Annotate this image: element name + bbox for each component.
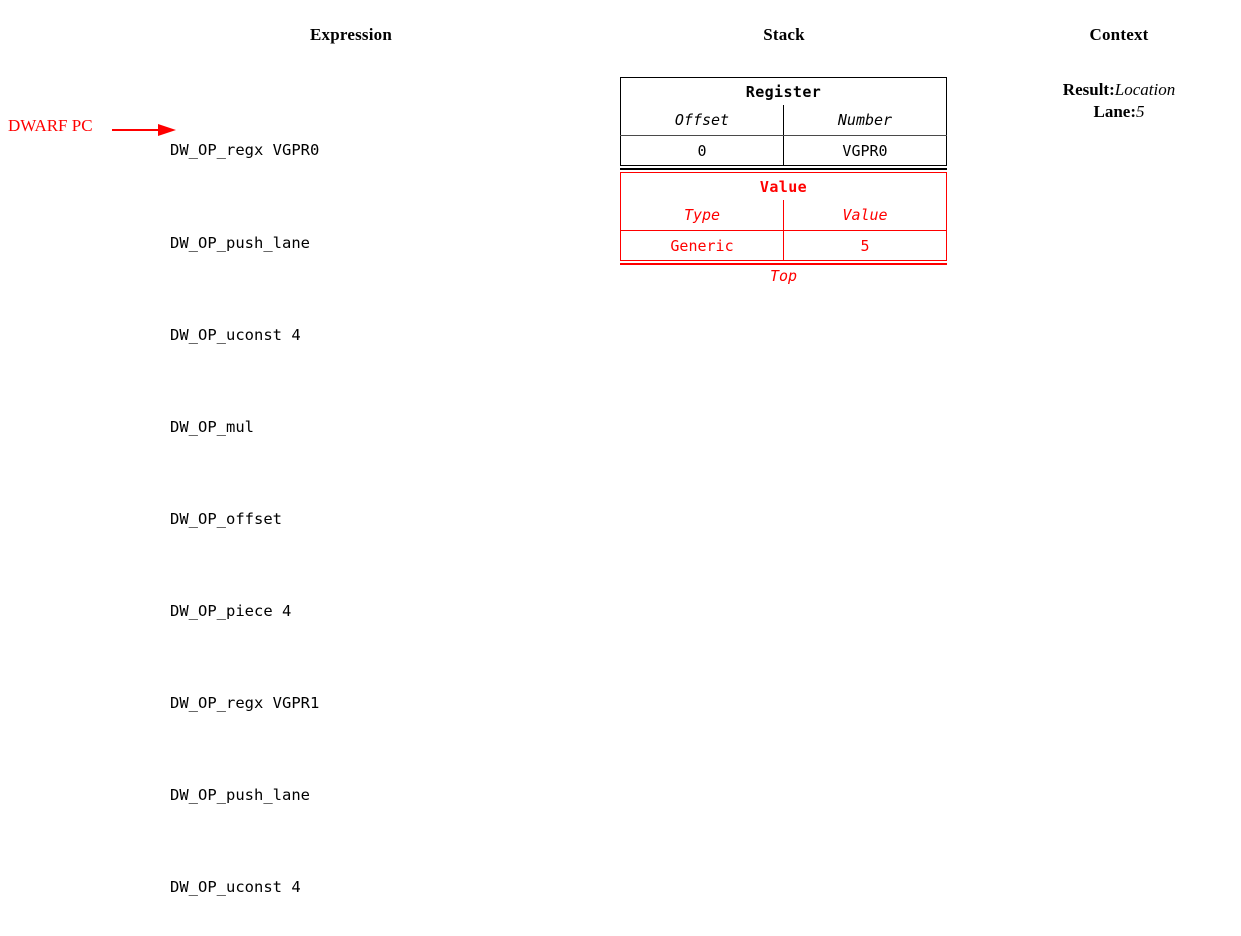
stack-entry-column-header: Number — [783, 105, 947, 136]
column-heading-context: Context — [1089, 25, 1149, 44]
stack-top-rule — [620, 262, 947, 265]
stack-top-label: Top — [769, 266, 798, 285]
column-heading-stack: Stack — [763, 25, 805, 44]
stack-entry-value-row: Generic 5 — [620, 230, 947, 261]
stack-entry-value-row: 0 VGPR0 — [620, 135, 947, 166]
expression-line: DW_OP_uconst 4 — [170, 325, 301, 344]
stack-entry-column-header: Value — [783, 200, 947, 231]
expression-line: DW_OP_uconst 4 — [170, 878, 301, 897]
stack-entry-value: 0 — [620, 135, 784, 166]
stack-entry-title-row: Value — [621, 173, 947, 201]
expression-line: DW_OP_regx VGPR0 — [170, 141, 320, 160]
stack-entry-value: 5 — [860, 236, 870, 255]
context-key: Result: — [1062, 80, 1115, 99]
stack-entry-title: Register — [745, 82, 822, 101]
context-key: Lane: — [1093, 102, 1137, 121]
stack-area: Register Offset Number 0 VGPR0 Value Typ… — [620, 77, 947, 285]
stack-entry-divider — [620, 167, 947, 170]
dwarf-pc-marker: DWARF PC — [8, 116, 176, 144]
stack-entry-value: Generic — [620, 230, 784, 261]
stack-entry-value: VGPR0 — [842, 141, 888, 160]
dwarf-pc-label: DWARF PC — [8, 116, 93, 135]
context-value: 5 — [1136, 102, 1145, 121]
context-block: Result:Location Lane:5 — [1019, 79, 1219, 123]
stack-entry-value: Value Type Value Generic 5 — [620, 172, 947, 261]
stack-entry-register: Register Offset Number 0 VGPR0 — [620, 77, 947, 166]
expression-line: DW_OP_push_lane — [170, 233, 310, 252]
context-row-lane: Lane:5 — [1019, 101, 1219, 123]
expression-line: DW_OP_offset — [170, 509, 282, 528]
right-arrow-icon — [112, 124, 176, 136]
expression-line: DW_OP_push_lane — [170, 786, 310, 805]
stack-entry-column-header: Offset — [620, 105, 784, 136]
stack-entry-column-row: Offset Number — [620, 105, 947, 136]
context-row-result: Result:Location — [1019, 79, 1219, 101]
expression-line: DW_OP_mul — [170, 417, 254, 436]
expression-line: DW_OP_piece 4 — [170, 601, 292, 620]
context-value: Location — [1114, 80, 1176, 99]
stack-entry-title-row: Register — [621, 78, 947, 106]
column-heading-expression: Expression — [310, 25, 392, 44]
expression-line: DW_OP_regx VGPR1 — [170, 694, 320, 713]
expression-list: DW_OP_regx VGPR0 DW_OP_push_lane DW_OP_u… — [170, 74, 319, 936]
stack-entry-column-header: Type — [620, 200, 784, 231]
stack-entry-column-row: Type Value — [620, 200, 947, 231]
stack-entry-title: Value — [759, 177, 808, 196]
